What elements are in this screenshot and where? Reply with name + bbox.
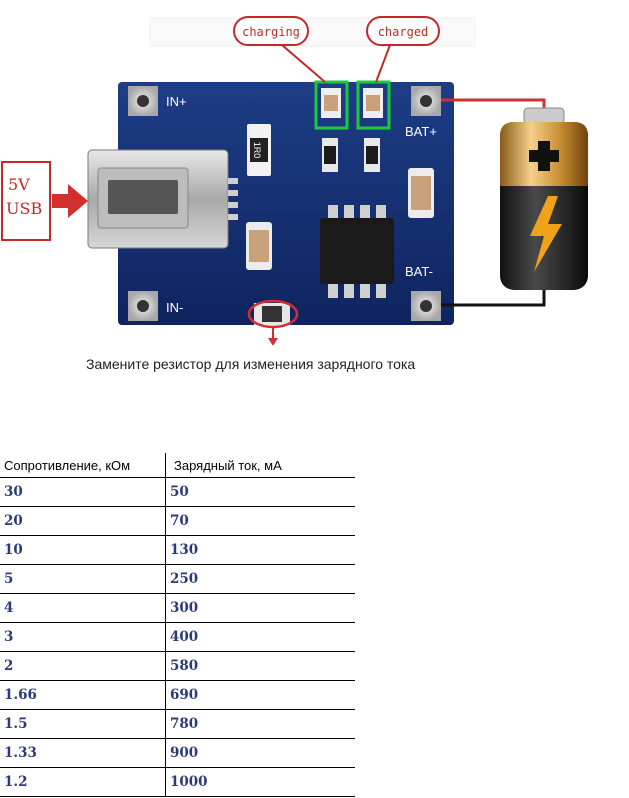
label-in-plus: IN+ [166, 94, 187, 109]
cell-resistance: 2 [0, 651, 166, 681]
resistor-1r0: 1R0 [247, 124, 271, 176]
led-resistor-2 [364, 138, 380, 172]
header-resistance: Сопротивление, кОм [0, 453, 166, 478]
charging-led [314, 80, 349, 130]
cell-current: 690 [165, 680, 355, 710]
table-header-row: Сопротивление, кОм Зарядный ток, мА [0, 453, 355, 478]
usb-label-5v: 5V [8, 175, 30, 194]
cell-resistance: 1.33 [0, 738, 166, 768]
charger-board-diagram: IN+ IN- BAT+ BAT- 5V USB 1R0 [1, 16, 588, 345]
cell-resistance: 10 [0, 535, 166, 565]
cell-resistance: 1.2 [0, 767, 166, 797]
cell-current: 580 [165, 651, 355, 681]
cell-resistance: 1.66 [0, 680, 166, 710]
label-bat-minus: BAT- [405, 264, 433, 279]
cell-resistance: 3 [0, 622, 166, 652]
cell-resistance: 1.5 [0, 709, 166, 739]
charger-ic-chip [320, 205, 394, 298]
svg-text:1R0: 1R0 [252, 142, 262, 159]
usb-label-usb: USB [6, 199, 42, 218]
cell-current: 130 [165, 535, 355, 565]
mini-usb-connector [87, 149, 238, 249]
label-bat-plus: BAT+ [405, 124, 437, 139]
pad-bat-minus [411, 291, 441, 321]
usb-arrow [52, 184, 88, 218]
cell-resistance: 20 [0, 506, 166, 536]
charged-led [356, 80, 391, 130]
cell-current: 50 [165, 477, 355, 507]
charging-callout: charging [233, 16, 326, 83]
cell-current: 900 [165, 738, 355, 768]
header-current: Зарядный ток, мА [165, 453, 355, 478]
battery-icon [500, 107, 588, 290]
caption: Замените резистор для изменения зарядног… [86, 356, 416, 372]
usb-5v-label-box: 5V USB [1, 161, 51, 241]
label-in-minus: IN- [166, 300, 183, 315]
cell-resistance: 5 [0, 564, 166, 594]
pad-in-plus [128, 86, 158, 116]
bat-minus-wire [441, 289, 546, 307]
cell-resistance: 30 [0, 477, 166, 507]
charged-callout: charged [366, 16, 440, 83]
pad-in-minus [128, 291, 158, 321]
cell-current: 250 [165, 564, 355, 594]
cell-current: 780 [165, 709, 355, 739]
cell-current: 300 [165, 593, 355, 623]
program-resistor-highlight [247, 299, 299, 345]
cell-current: 400 [165, 622, 355, 652]
capacitor-left [246, 222, 272, 270]
led-resistor-1 [322, 138, 338, 172]
cell-current: 1000 [165, 767, 355, 797]
cell-current: 70 [165, 506, 355, 536]
svg-text:charging: charging [242, 25, 300, 39]
cell-resistance: 4 [0, 593, 166, 623]
capacitor-right [408, 168, 434, 218]
svg-text:charged: charged [378, 25, 429, 39]
pad-bat-plus [411, 86, 441, 116]
